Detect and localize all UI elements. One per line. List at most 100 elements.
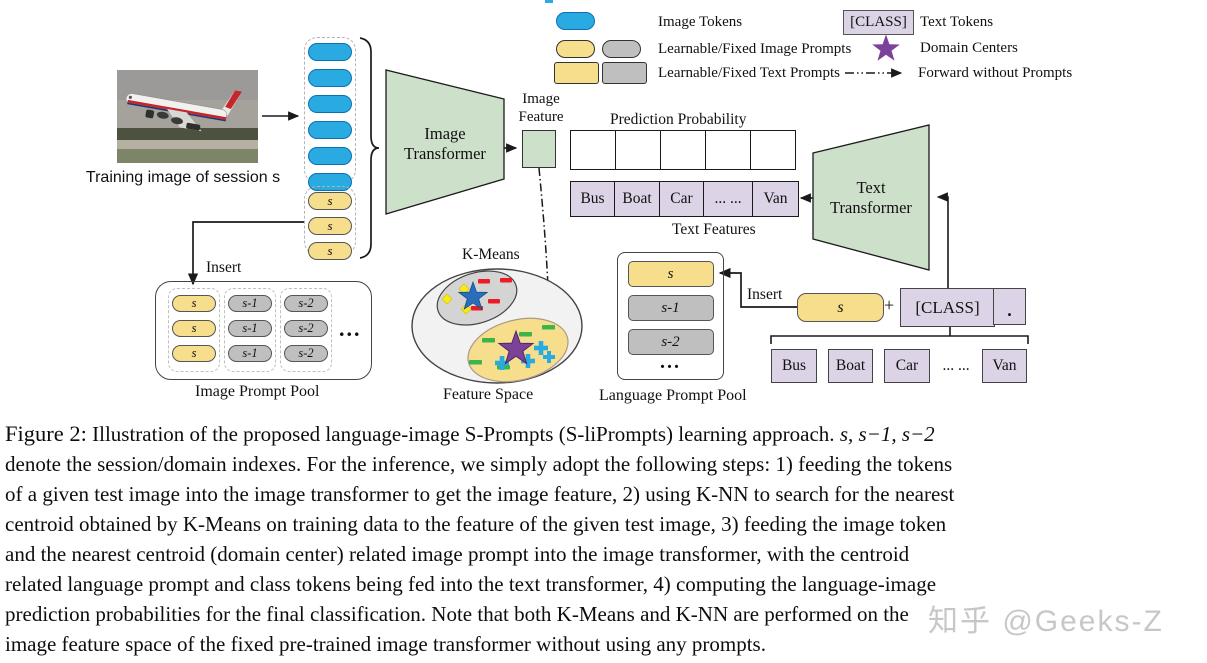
image-pool-column: s-2 s-2 s-2 (280, 288, 332, 372)
prediction-cell (661, 131, 706, 169)
caption-line: and the nearest centroid (domain center)… (5, 542, 910, 566)
photo-grass (117, 149, 258, 163)
language-pool-ellipsis: ... (660, 351, 681, 373)
image-prompt-pill: s-1 (228, 295, 272, 312)
legend-text-tokens-label: Text Tokens (920, 14, 994, 30)
plus-sign: + (884, 295, 895, 315)
image-prompt-pool-label: Image Prompt Pool (195, 383, 320, 400)
image-token-pill (308, 69, 352, 87)
legend-class-token-box: [CLASS] (843, 10, 914, 35)
legend-image-token-swatch (556, 12, 595, 30)
kmeans-label: K-Means (462, 246, 520, 263)
image-feature-square (522, 130, 556, 168)
diagram-graphics (187, 34, 1029, 384)
period-token-box: . (993, 288, 1026, 325)
legend-fixed-text-prompt-swatch (602, 62, 647, 84)
legend-text-prompts-label: Learnable/Fixed Text Prompts (658, 65, 840, 81)
image-transformer-label: Image Transformer (404, 124, 486, 163)
legend-domain-star (872, 34, 900, 61)
figure-caption: Figure 2: Illustration of the proposed l… (5, 419, 1203, 659)
text-transformer-shape (812, 124, 930, 271)
blue-plus-marks (495, 341, 555, 370)
caption-text: Illustration of the proposed language-im… (92, 422, 840, 446)
training-image-caption: Training image of session s (85, 169, 281, 186)
legend-fixed-image-prompt-swatch (602, 40, 641, 58)
image-prompt-pill: s-1 (228, 345, 272, 362)
prediction-cell (706, 131, 751, 169)
watermark: 知乎 @Geeks-Z (928, 605, 1164, 638)
text-transformer-label: Text Transformer (830, 178, 912, 217)
prediction-cell (751, 131, 795, 169)
legend-image-tokens-label: Image Tokens (658, 14, 743, 30)
caption-line: image feature space of the fixed pre-tra… (5, 632, 766, 656)
legend-learnable-image-prompt-swatch (556, 40, 595, 58)
image-pool-column: s-1 s-1 s-1 (224, 288, 276, 372)
language-prompt-item: s-1 (627, 295, 714, 321)
insert-language-arrow (718, 267, 798, 308)
image-token-pill (308, 147, 352, 165)
photo-runway (117, 140, 258, 149)
class-name-box: Van (982, 349, 1027, 383)
caption-math: s, s−1, s−2 (839, 422, 935, 446)
class-name-box: Bus (771, 349, 817, 383)
caption-body: denote the session/domain indexes. For t… (5, 449, 1203, 659)
caption-line: of a given test image into the image tra… (5, 482, 955, 506)
legend-domain-centers-label: Domain Centers (920, 40, 1018, 56)
image-token-pill (308, 121, 352, 139)
image-prompt-pill: s (172, 320, 216, 337)
image-token-stack (304, 37, 356, 191)
image-transformer-shape (385, 69, 505, 215)
image-token-pill (308, 43, 352, 61)
insert-image-arrow (187, 221, 304, 286)
caption-line: related language prompt and class tokens… (5, 572, 937, 596)
prediction-cell (616, 131, 661, 169)
class-token-box: [CLASS] (900, 288, 995, 327)
text-feature-cell: Bus (571, 182, 615, 216)
class-row-ellipsis: ... ... (942, 357, 970, 374)
image-prompt-pill: s-2 (284, 295, 328, 312)
image-prompt-pill: s-2 (284, 320, 328, 337)
legend-forward-label: Forward without Prompts (918, 65, 1073, 81)
insert-text-label: Insert (747, 286, 783, 303)
caption-line: Figure 2: Illustration of the proposed l… (5, 419, 1203, 449)
image-prompt-pill: s (172, 295, 216, 312)
text-feature-cell: Car (660, 182, 704, 216)
caption-line: centroid obtained by K-Means on training… (5, 512, 947, 536)
token-brace (359, 37, 380, 259)
image-feature-label: Image Feature (518, 91, 564, 125)
legend-learnable-text-prompt-swatch (554, 62, 599, 84)
feature-space-label: Feature Space (443, 386, 534, 403)
language-prompt-pool-label: Language Prompt Pool (599, 387, 747, 404)
image-prompt-pill: s-1 (228, 320, 272, 337)
caption-line: denote the session/domain indexes. For t… (5, 452, 953, 476)
language-prompt-item: s (627, 261, 714, 287)
class-name-box: Boat (828, 349, 873, 383)
caption-line: prediction probabilities for the final c… (5, 602, 909, 626)
screenshot-artifact (545, 0, 553, 3)
class-name-box: Car (884, 349, 930, 383)
language-prompt-item: s-2 (627, 329, 714, 355)
training-image-photo (117, 70, 258, 163)
session-prompt-pill: s (308, 192, 352, 210)
language-prompt-pool: s s-1 s-2... (617, 252, 724, 380)
prediction-cell (571, 131, 616, 169)
session-prompt-token: s (797, 293, 884, 322)
prediction-probability-label: Prediction Probability (610, 111, 747, 128)
image-token-pill (308, 95, 352, 113)
legend-image-prompts-label: Learnable/Fixed Image Prompts (658, 41, 852, 57)
image-prompt-pill: s-2 (284, 345, 328, 362)
prediction-probability-row (570, 130, 796, 170)
text-features-label: Text Features (672, 221, 756, 238)
text-feature-cell: ... ... (704, 182, 753, 216)
yellow-diamond-marks (441, 283, 472, 315)
session-prompt-pill: s (308, 242, 352, 260)
insert-image-label: Insert (206, 259, 242, 276)
image-prompt-pill: s (172, 345, 216, 362)
figure-number-label: Figure 2: (5, 421, 87, 446)
